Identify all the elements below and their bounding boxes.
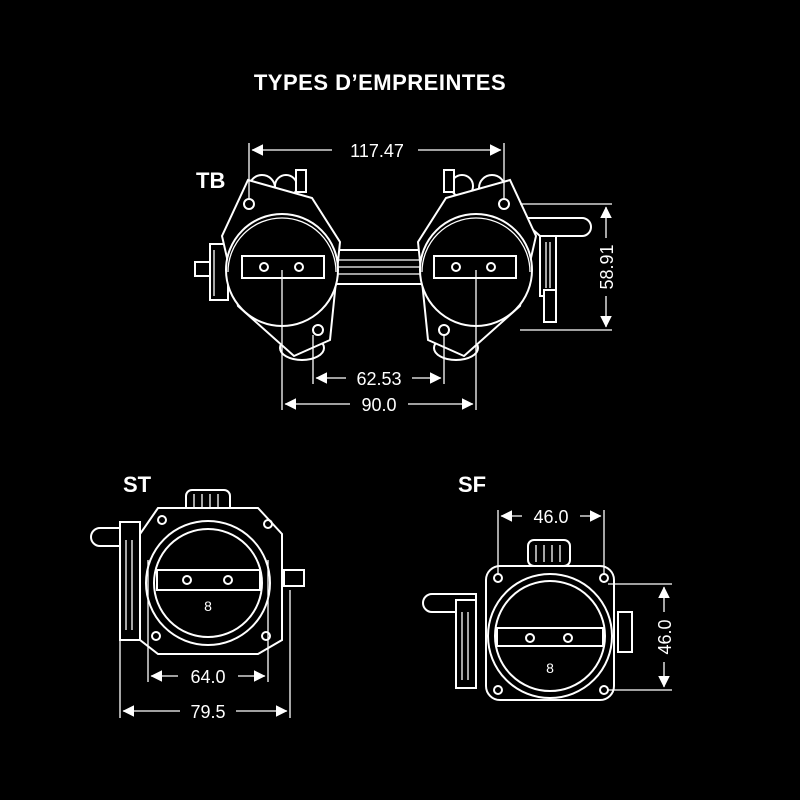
diagram-title: TYPES D’EMPREINTES — [254, 70, 506, 95]
tb-left-flange — [220, 178, 342, 358]
tb-dimension-height: 58.91 — [520, 203, 617, 331]
sf-left-linkage — [422, 593, 477, 689]
sf-dimension-width: 46.0 — [497, 507, 605, 574]
sf-dimension-height: 46.0 — [608, 583, 675, 691]
sf-body: 8 — [485, 565, 615, 701]
st-section: ST 8 — [90, 472, 305, 722]
st-dimension-inner: 64.0 — [147, 560, 269, 687]
tb-dim-117: 117.47 — [350, 141, 404, 161]
st-label: ST — [123, 472, 152, 497]
tb-dimension-overall-width: 117.47 — [248, 141, 505, 198]
tb-section: TB — [194, 141, 617, 415]
sf-dim-46-width: 46.0 — [533, 507, 568, 527]
sf-section: SF 8 — [422, 472, 675, 701]
tb-dimension-bore-spacing: 90.0 — [281, 270, 477, 415]
sf-dim-46-height: 46.0 — [655, 619, 675, 654]
tb-dim-90: 90.0 — [361, 395, 396, 415]
st-bore-mark: 8 — [204, 598, 212, 614]
st-dimension-outer: 79.5 — [119, 590, 291, 722]
sf-right-tab — [617, 611, 633, 653]
sf-bore-mark: 8 — [546, 660, 554, 676]
sf-top-fitting — [527, 539, 571, 567]
tb-dim-62: 62.53 — [356, 369, 401, 389]
tb-right-linkage — [517, 217, 592, 323]
tb-dim-58: 58.91 — [597, 244, 617, 289]
st-body: 8 — [139, 507, 283, 655]
st-right-stub — [283, 569, 305, 587]
tb-left-linkage — [194, 243, 229, 301]
st-dim-79: 79.5 — [190, 702, 225, 722]
st-left-linkage — [90, 521, 141, 641]
tb-connecting-shaft — [321, 249, 431, 285]
sf-label: SF — [458, 472, 486, 497]
tb-label: TB — [196, 168, 225, 193]
tb-dimension-inner-spacing: 62.53 — [312, 335, 445, 389]
tb-right-flange — [416, 178, 538, 358]
st-dim-64: 64.0 — [190, 667, 225, 687]
